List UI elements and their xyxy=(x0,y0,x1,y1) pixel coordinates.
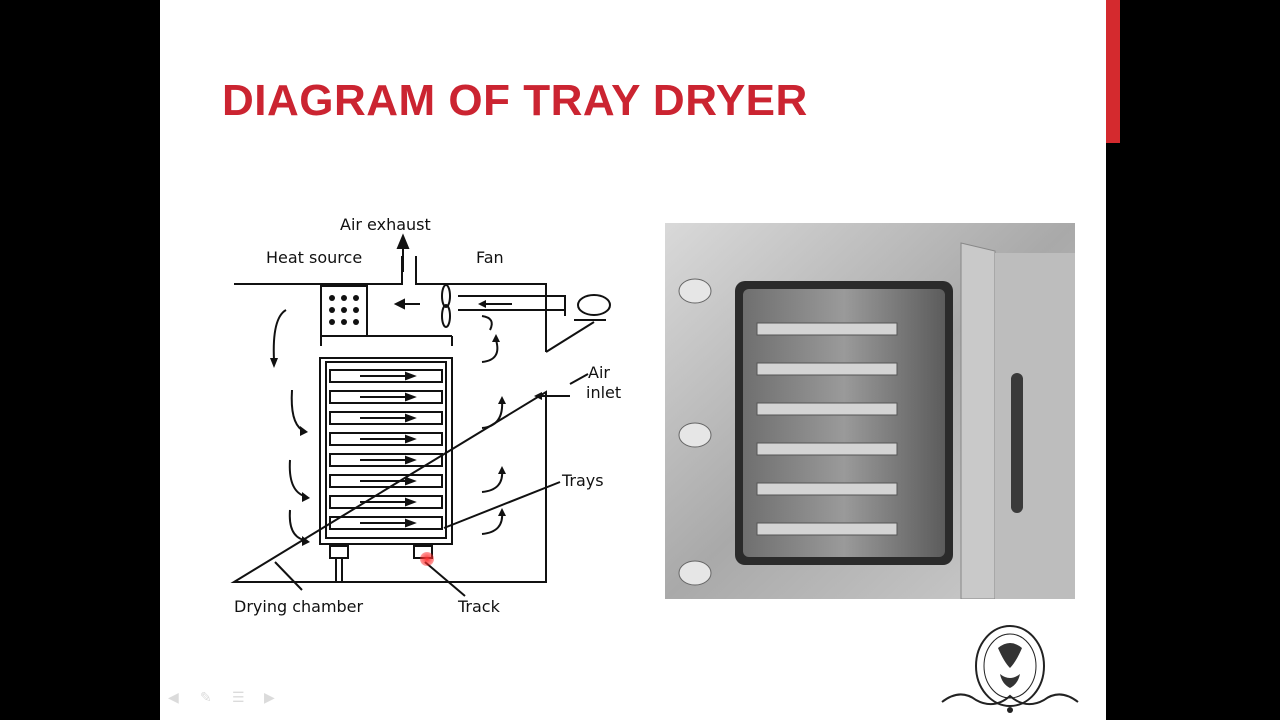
tray-dryer-photo xyxy=(665,223,1075,599)
label-air-exhaust: Air exhaust xyxy=(340,215,431,234)
label-heat-source: Heat source xyxy=(266,248,362,267)
menu-icon[interactable]: ☰ xyxy=(232,689,245,705)
fan-blade-bottom xyxy=(441,304,451,328)
photo-tray xyxy=(756,322,898,336)
photo-tray xyxy=(756,402,898,416)
laser-pointer-indicator xyxy=(420,552,434,566)
tray xyxy=(329,390,443,404)
airflow-arrowhead xyxy=(405,413,417,423)
airflow-arrowhead xyxy=(405,497,417,507)
heat-source-box xyxy=(320,285,368,337)
tray xyxy=(329,516,443,530)
label-air-inlet-line1: Air xyxy=(588,363,610,382)
label-drying-chamber: Drying chamber xyxy=(234,597,364,616)
photo-tray xyxy=(756,362,898,376)
previous-arrow-icon[interactable]: ◀ xyxy=(168,689,179,705)
tray xyxy=(329,369,443,383)
photo-tray xyxy=(756,442,898,456)
tray xyxy=(329,453,443,467)
accent-bar xyxy=(1106,0,1120,143)
tray xyxy=(329,474,443,488)
airflow-arrowhead xyxy=(405,455,417,465)
tray-dryer-diagram: Air exhaust Heat source Fan Air inlet Tr… xyxy=(230,215,621,616)
institution-logo xyxy=(941,625,1079,713)
next-arrow-icon[interactable]: ▶ xyxy=(264,689,275,705)
photo-tray xyxy=(756,522,898,536)
tray xyxy=(329,495,443,509)
pen-icon[interactable]: ✎ xyxy=(200,689,212,705)
label-air-inlet-line2: inlet xyxy=(586,383,621,402)
label-track: Track xyxy=(457,597,501,616)
slide-nav-controls[interactable]: ◀ ✎ ☰ ▶ xyxy=(168,690,282,704)
slide-title: DIAGRAM OF TRAY DRYER xyxy=(222,76,808,125)
airflow-arrowhead xyxy=(405,518,417,528)
slide: DIAGRAM OF TRAY DRYER xyxy=(160,0,1106,720)
airflow-arrowhead xyxy=(405,476,417,486)
fan-blade-top xyxy=(441,284,451,308)
airflow-arrowhead xyxy=(405,434,417,444)
tray xyxy=(329,432,443,446)
airflow-arrowhead xyxy=(405,371,417,381)
airflow-arrowhead xyxy=(405,392,417,402)
photo-tray xyxy=(756,482,898,496)
label-fan: Fan xyxy=(476,248,504,267)
tray xyxy=(329,411,443,425)
label-trays: Trays xyxy=(561,471,604,490)
tray-stack-frame xyxy=(319,357,453,545)
